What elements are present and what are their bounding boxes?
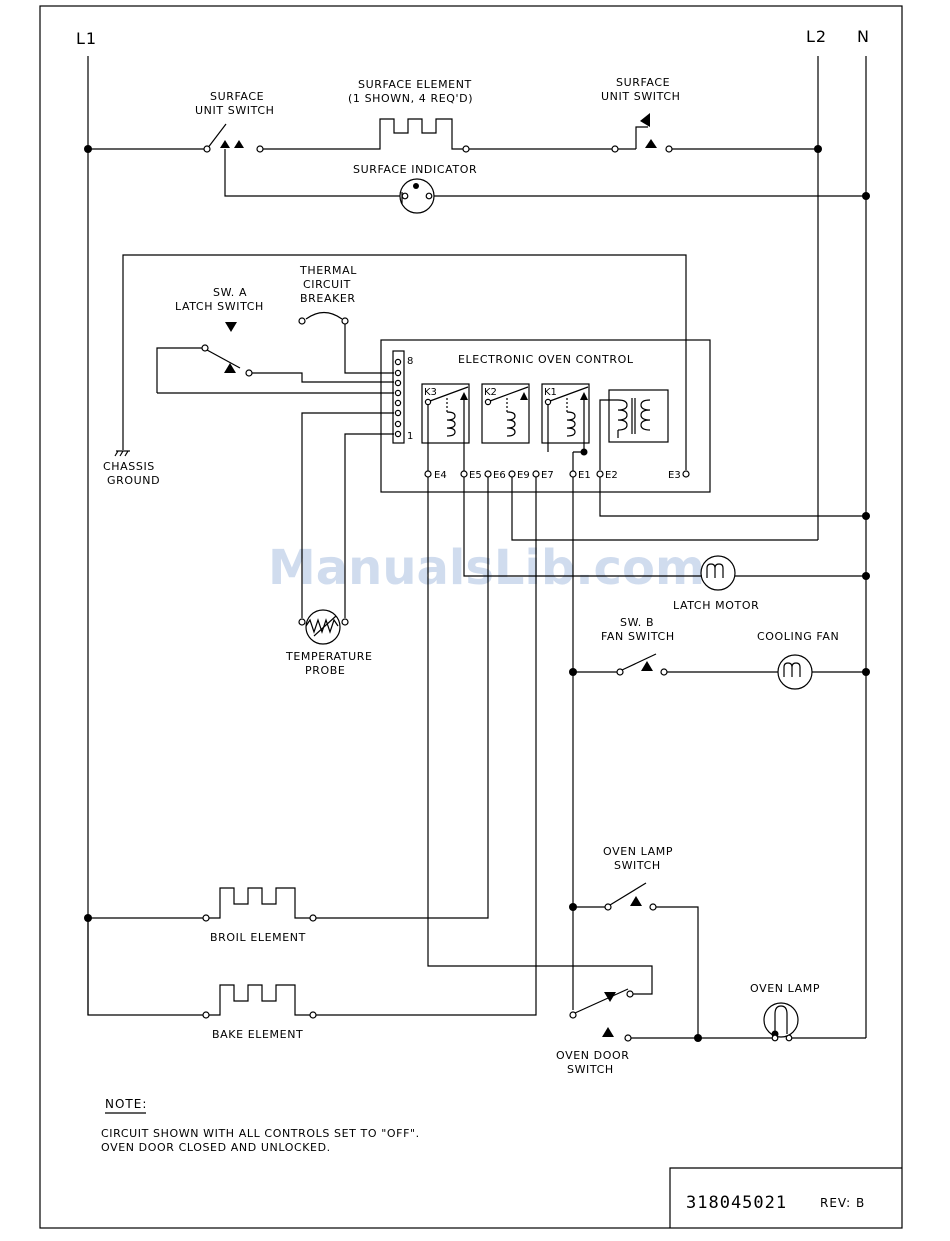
surface-indicator-label: SURFACE INDICATOR [353,163,477,176]
probe-label-2: PROBE [305,664,345,677]
surface-switch-right-label-1: SURFACE [616,76,670,89]
chassis-label-1: CHASSIS [103,460,155,473]
latch-labels: SW. A LATCH SWITCH THERMAL CIRCUIT BREAK… [103,264,357,487]
surface-element [363,118,466,150]
control-box [380,339,711,493]
junction-n-indicator [862,192,870,200]
junction-l1-surface [84,145,92,153]
surface-switch-right-blade [635,126,648,149]
door-switch-label-2: SWITCH [567,1063,614,1076]
sw-b-label-1: SW. B [620,616,654,629]
bake-element-label: BAKE ELEMENT [212,1028,303,1041]
rail-n-label: N [857,27,870,46]
surface-element-label-2: (1 SHOWN, 4 REQ'D) [348,92,473,105]
terminal-e1: E1 [578,470,591,481]
terminal-e6: E6 [493,470,506,481]
junction-l2-surface [814,145,822,153]
note-line-2: OVEN DOOR CLOSED AND UNLOCKED. [101,1141,331,1154]
broil-element-label: BROIL ELEMENT [210,931,306,944]
chassis-label-2: GROUND [107,474,160,487]
bake-element [209,984,310,1016]
note-block: NOTE: CIRCUIT SHOWN WITH ALL CONTROLS SE… [101,1097,420,1154]
sw-b-label-2: FAN SWITCH [601,630,675,643]
relay-k1: K1 [541,383,590,444]
sw-b-fan-switch [621,653,657,671]
pin-8-label: 8 [407,356,413,367]
control-title: ELECTRONIC OVEN CONTROL [458,353,634,366]
svg-text:K3: K3 [424,387,437,398]
oven-lamp [763,1002,799,1038]
surface-switch-left-label-1: SURFACE [210,90,264,103]
oven-door-switch [574,988,629,1014]
svg-text:K1: K1 [544,387,557,398]
part-number: 318045021 [686,1193,787,1213]
oven-lamp-switch [609,882,647,906]
terminal-e3: E3 [668,470,681,481]
broil-element [209,887,310,919]
svg-text:K2: K2 [484,387,497,398]
title-block: 318045021 REV: B [669,1167,902,1228]
surface-switch-right-label-2: UNIT SWITCH [601,90,680,103]
oven-lamp-switch-label-2: SWITCH [614,859,661,872]
control-transformer [599,389,669,470]
terminal-e5: E5 [469,470,482,481]
note-line-1: CIRCUIT SHOWN WITH ALL CONTROLS SET TO "… [101,1127,420,1140]
rail-l1-label: L1 [76,29,97,48]
temperature-probe [305,609,341,645]
probe-label-1: TEMPERATURE [285,650,373,663]
latch-motor [700,555,736,591]
latch-motor-label: LATCH MOTOR [673,599,759,612]
thermal-circuit-breaker [305,311,343,320]
terminal-e7: E7 [541,470,554,481]
watermark: ManualsLib.com [268,540,705,596]
page-border [39,5,903,1229]
door-switch-label-1: OVEN DOOR [556,1049,630,1062]
sw-a-label-2: LATCH SWITCH [175,300,264,313]
relay-k3: K3 [421,383,470,444]
oven-labels: TEMPERATURE PROBE LATCH MOTOR SW. B FAN … [210,599,839,1076]
power-rails [87,56,867,1038]
sw-a-latch-switch [225,322,237,332]
oven-lamp-switch-label-1: OVEN LAMP [603,845,673,858]
electronic-oven-control: ELECTRONIC OVEN CONTROL 8 1 K3 K2 [380,339,711,493]
chassis-ground-wire [122,254,687,470]
cooling-fan [777,654,813,690]
surface-circuit [84,113,870,214]
breaker-label-2: CIRCUIT [303,278,351,291]
latch-section [114,254,690,618]
oven-lamp-label: OVEN LAMP [750,982,820,995]
breaker-label-1: THERMAL [299,264,357,277]
rail-l2-label: L2 [806,27,827,46]
terminal-e9: E9 [517,470,530,481]
surface-labels: SURFACE UNIT SWITCH SURFACE ELEMENT (1 S… [195,76,680,176]
sw-a-label-1: SW. A [213,286,247,299]
terminal-e2: E2 [605,470,618,481]
note-heading: NOTE: [105,1097,147,1111]
surface-element-label-1: SURFACE ELEMENT [358,78,472,91]
oven-wiring [84,477,870,1042]
control-connector [392,350,405,444]
surface-switch-left-label-2: UNIT SWITCH [195,104,274,117]
pin-1-label: 1 [407,431,413,442]
relay-k2: K2 [481,383,530,444]
terminal-e4: E4 [434,470,447,481]
breaker-label-3: BREAKER [300,292,356,305]
revision: REV: B [820,1196,865,1210]
cooling-fan-label: COOLING FAN [757,630,839,643]
surface-switch-left-blade [206,123,227,150]
